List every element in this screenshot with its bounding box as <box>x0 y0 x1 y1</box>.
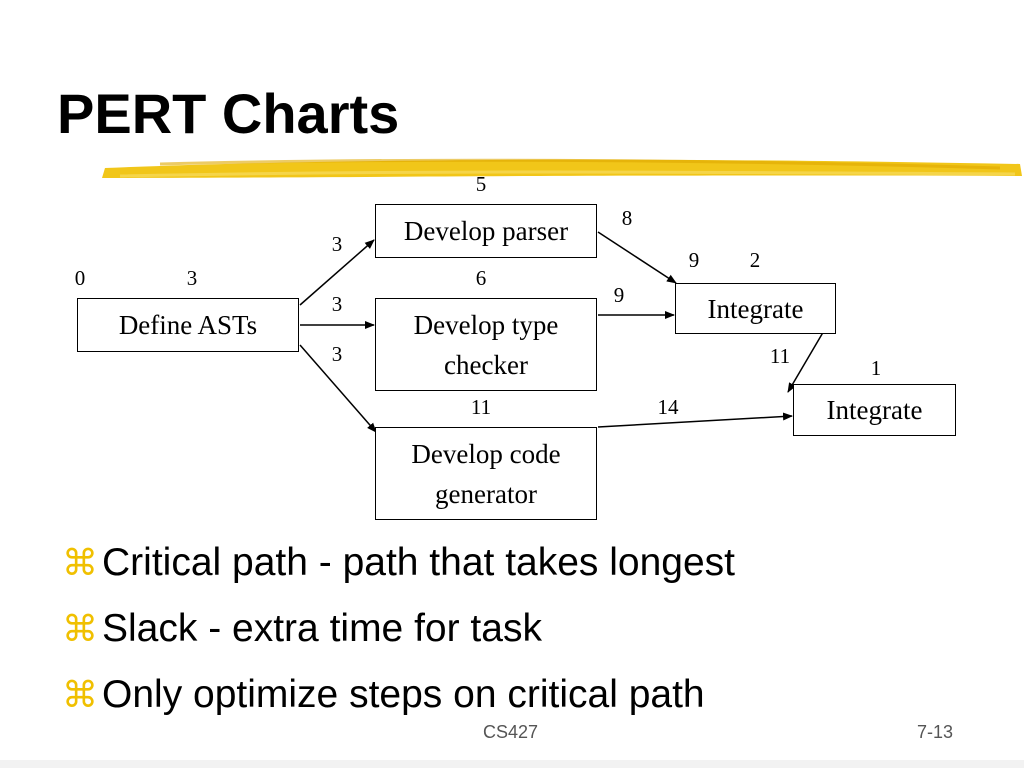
z-bullet-icon: ⌘ <box>62 608 98 650</box>
slide-title: PERT Charts <box>57 82 400 145</box>
bullet-text: Critical path - path that takes longest <box>102 541 736 584</box>
node-develop-parser: Develop parser <box>375 204 597 258</box>
label-number: 0 <box>74 266 86 290</box>
label-number: 5 <box>475 172 487 196</box>
footer-page-number: 7-13 <box>917 722 954 742</box>
bullet-item: ⌘ Only optimize steps on critical path <box>62 662 735 728</box>
bullet-text: Only optimize steps on critical path <box>102 673 705 716</box>
edge-asts-parser <box>299 239 375 306</box>
footer-course: CS427 <box>483 722 539 742</box>
label-number: 3 <box>186 266 198 290</box>
label-number: 8 <box>621 206 633 230</box>
label-number: 3 <box>331 342 343 366</box>
z-bullet-icon: ⌘ <box>62 542 98 584</box>
edge-parser-integrate <box>597 231 677 284</box>
node-develop-code-generator: Develop code generator <box>375 427 597 520</box>
z-bullet-icon: ⌘ <box>62 674 98 716</box>
label-number: 2 <box>749 248 761 272</box>
node-integrate-1: Integrate <box>675 283 836 334</box>
edge-asts-codegen <box>299 344 377 433</box>
node-develop-type-checker: Develop type checker <box>375 298 597 391</box>
label-number: 11 <box>769 344 791 368</box>
label-number: 14 <box>657 395 679 419</box>
label-number: 9 <box>613 283 625 307</box>
bullet-item: ⌘ Critical path - path that takes longes… <box>62 530 735 596</box>
label-number: 3 <box>331 292 343 316</box>
node-define-asts: Define ASTs <box>77 298 299 352</box>
label-number: 9 <box>688 248 700 272</box>
node-integrate-2: Integrate <box>793 384 956 436</box>
bullet-list: ⌘ Critical path - path that takes longes… <box>62 530 735 728</box>
bullet-text: Slack - extra time for task <box>102 607 542 650</box>
label-number: 1 <box>870 356 882 380</box>
bottom-divider <box>0 760 1024 768</box>
bullet-item: ⌘ Slack - extra time for task <box>62 596 735 662</box>
label-number: 6 <box>475 266 487 290</box>
label-number: 3 <box>331 232 343 256</box>
title-underline-brush <box>102 158 1022 178</box>
label-number: 11 <box>470 395 492 419</box>
edge-codegen-integrate <box>597 412 793 428</box>
